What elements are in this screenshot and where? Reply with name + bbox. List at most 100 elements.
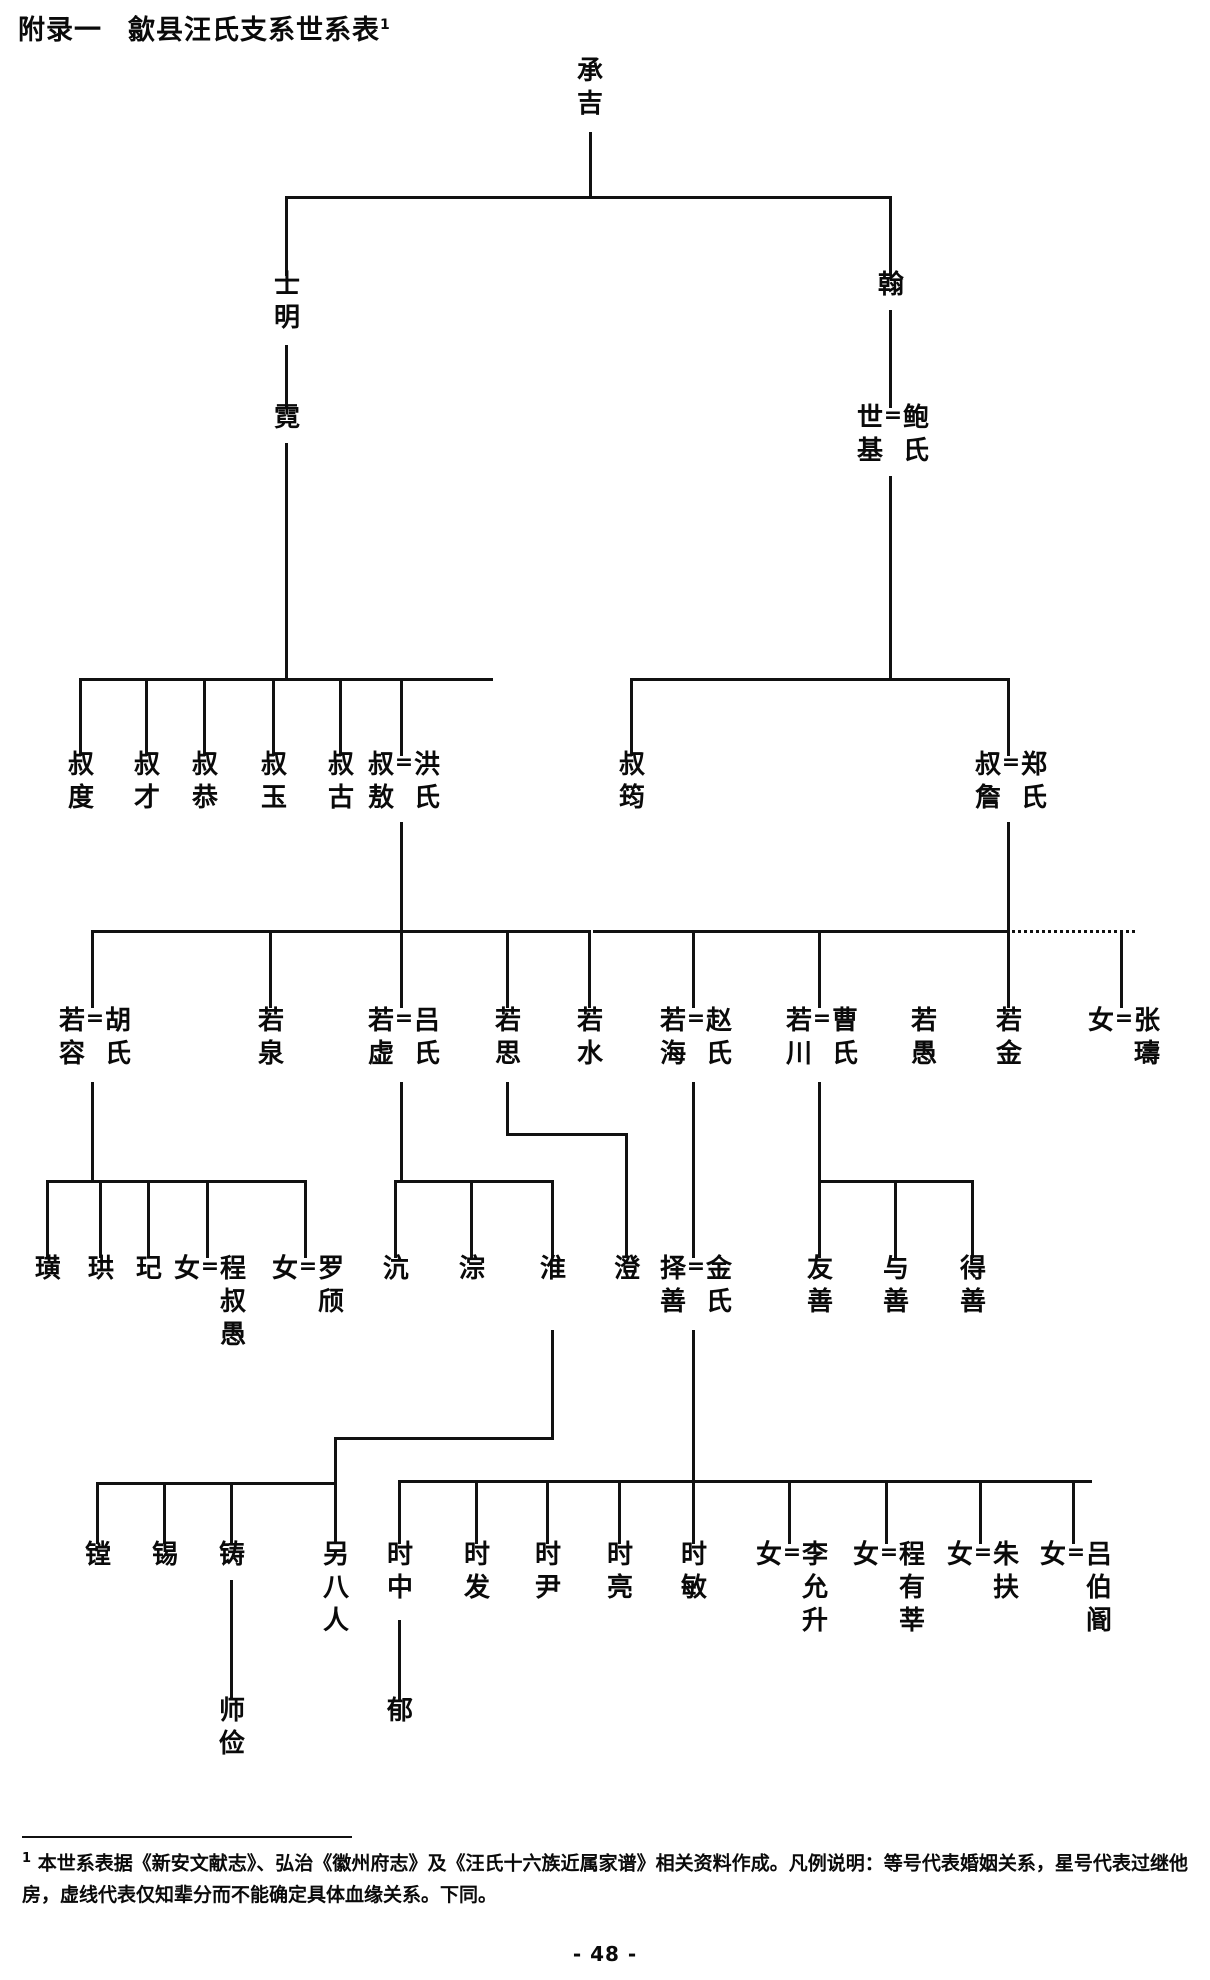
connector-to-ruoquan: [269, 930, 272, 1008]
spouse-hushi: 胡 氏: [105, 1006, 132, 1069]
connector-to-ruorong: [91, 930, 94, 1008]
node-zeshan-pair: 择 善 = 金 氏: [659, 1254, 732, 1322]
spouse-luoqi: 罗 颀: [318, 1254, 345, 1317]
node-nv-luoqi: 女: [271, 1254, 298, 1284]
node-ni: 霓: [273, 403, 301, 433]
connector-to-ruochuan: [818, 930, 821, 1008]
connector-ruorong-stem: [91, 1082, 94, 1182]
node-huai: 淮: [539, 1254, 567, 1284]
marriage-symbol: =: [812, 1006, 832, 1031]
connector-to-shiming: [285, 196, 288, 276]
node-cong: 淙: [458, 1254, 486, 1284]
node-shuzhan-pair: 叔 詹 = 郑 氏: [975, 750, 1047, 818]
title-main: 歙县汪氏支系世系表: [128, 15, 380, 46]
node-nv-zhangshu-pair: 女 = 张 璹: [1088, 1006, 1161, 1074]
node-ruorong: 若 容: [58, 1006, 85, 1069]
marriage-symbol: =: [686, 1254, 706, 1279]
connector-to-nv-zhangshu: [1120, 930, 1123, 1008]
node-ruoshui: 若 水: [576, 1006, 604, 1069]
connector-to-shimin: [692, 1480, 695, 1544]
marriage-symbol: =: [200, 1254, 220, 1279]
connector-to-huai: [551, 1180, 554, 1258]
connector-to-nv-lvbokun: [1072, 1480, 1075, 1544]
footnote-marker: 1: [22, 1851, 32, 1866]
connector-to-nv-zhufu: [979, 1480, 982, 1544]
spouse-lvbokun: 吕 伯 阍: [1086, 1540, 1113, 1636]
marriage-symbol: =: [686, 1006, 706, 1031]
node-nv-lvbokun-pair: 女 = 吕 伯 阍: [1039, 1540, 1113, 1641]
connector-ruoxu-children-bus: [394, 1180, 554, 1183]
node-shiji: 世 基: [856, 403, 883, 466]
connector-shiji-children-bus: [630, 678, 1010, 681]
connector-to-shiliang: [618, 1480, 621, 1544]
footnote-text: 本世系表据《新安文献志》、弘治《徽州府志》及《汪氏十六族近属家谱》相关资料作成。…: [22, 1852, 1188, 1906]
spouse-chengyouxin: 程 有 莘: [899, 1540, 926, 1636]
node-shujun: 叔 筠: [618, 750, 646, 813]
marriage-symbol: =: [973, 1540, 993, 1565]
title-footnote-marker: 1: [380, 17, 391, 33]
node-shudu: 叔 度: [67, 750, 95, 813]
node-chengji: 承 吉: [576, 56, 604, 119]
node-shugu: 叔 古: [327, 750, 355, 813]
marriage-symbol: =: [298, 1254, 318, 1279]
node-nv-chengyouxin-pair: 女 = 程 有 莘: [853, 1540, 926, 1641]
connector-to-shugu: [339, 678, 342, 756]
connector-to-nv-chengyouxin: [885, 1480, 888, 1544]
node-shuao-pair: 叔 敖 = 洪 氏: [367, 750, 440, 818]
spouse-zhangshu: 张 璹: [1134, 1006, 1161, 1069]
node-lingbaren: 另 八 人: [322, 1540, 350, 1636]
connector-ruorong-children-bus: [46, 1180, 306, 1183]
connector-shuzhan-stem: [1007, 822, 1010, 932]
connector-han-down: [889, 310, 892, 408]
marriage-symbol: =: [394, 750, 414, 775]
connector-to-shifa: [475, 1480, 478, 1544]
page-number: - 48 -: [572, 1942, 638, 1966]
connector-ni-down: [285, 443, 288, 545]
connector-ruosi-stem: [506, 1082, 509, 1136]
connector-to-huang: [46, 1180, 49, 1258]
footnote: 1 本世系表据《新安文献志》、弘治《徽州府志》及《汪氏十六族近属家谱》相关资料作…: [22, 1848, 1188, 1911]
node-ruochuan: 若 川: [785, 1006, 812, 1069]
node-ruochuan-pair: 若 川 = 曹 氏: [785, 1006, 858, 1074]
node-kai: 镗: [84, 1540, 112, 1570]
connector-to-shujun: [630, 678, 633, 756]
node-ruohai: 若 海: [659, 1006, 686, 1069]
connector-to-nv-liyunsheng: [788, 1480, 791, 1544]
connector-to-han: [889, 196, 892, 276]
node-nv-luoqi-pair: 女 = 罗 颀: [271, 1254, 345, 1322]
connector-shiji-stem: [889, 544, 892, 680]
marriage-symbol: =: [1001, 750, 1021, 775]
node-ruoyu: 若 愚: [910, 1006, 938, 1069]
marriage-symbol: =: [879, 1540, 899, 1565]
connector-to-shugong: [203, 678, 206, 756]
node-ruoxu-pair: 若 虚 = 吕 氏: [367, 1006, 440, 1074]
marriage-symbol: =: [782, 1540, 802, 1565]
connector-huai-drop: [334, 1437, 337, 1484]
connector-zhu-to-shijian: [230, 1580, 233, 1700]
node-youshan: 友 善: [806, 1254, 834, 1317]
spouse-baoshi: 鲍 氏: [903, 403, 930, 466]
connector-to-nv-chengshuyu: [206, 1180, 209, 1258]
node-shuao: 叔 敖: [367, 750, 394, 813]
connector-to-cheng: [625, 1133, 628, 1258]
connector-shiji-down: [889, 476, 892, 544]
node-ruoxu: 若 虚: [367, 1006, 394, 1069]
node-nv-chengshuyu: 女: [173, 1254, 200, 1284]
connector-to-shizhong: [398, 1480, 401, 1544]
spouse-zhaoshi: 赵 氏: [706, 1006, 733, 1069]
node-gong: 珙: [87, 1254, 115, 1284]
node-deshan: 得 善: [959, 1254, 987, 1317]
title-prefix: 附录一: [18, 15, 102, 46]
node-zeshan: 择 善: [659, 1254, 686, 1317]
node-qi: 玘: [135, 1254, 163, 1284]
connector-to-gong: [99, 1180, 102, 1258]
connector-huai-stem: [551, 1330, 554, 1440]
node-shizhong: 时 中: [386, 1540, 414, 1603]
spouse-zhufu: 朱 扶: [993, 1540, 1020, 1603]
page-title: 附录一歙县汪氏支系世系表1: [18, 8, 391, 47]
node-nv-lvbokun: 女: [1039, 1540, 1066, 1570]
marriage-symbol: =: [1066, 1540, 1086, 1565]
spouse-chengshuyu: 程 叔 愚: [220, 1254, 247, 1350]
node-xi: 锡: [151, 1540, 179, 1570]
connector-to-ruohai: [692, 930, 695, 1008]
